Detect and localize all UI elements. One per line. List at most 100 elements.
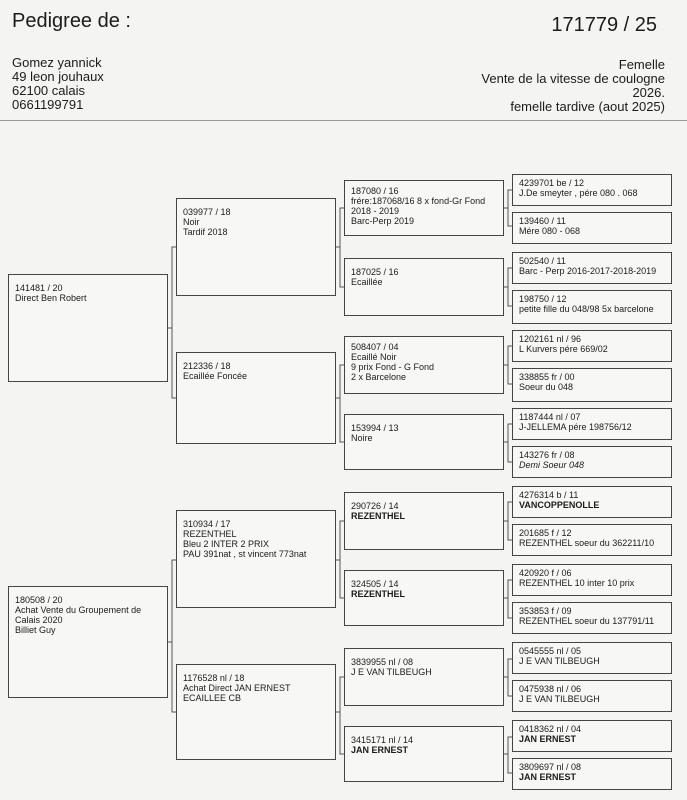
- mmf-box: 3839955 nl / 08 J E VAN TILBEUGH: [344, 648, 504, 706]
- g4-box-11: 420920 f / 06 REZENTHEL 10 inter 10 prix: [512, 564, 672, 596]
- fff-line: frére:187068/16 8 x fond-Gr Fond: [351, 196, 486, 206]
- fmf-ring: 508407 / 04: [351, 342, 399, 352]
- ff-line: Tardif 2018: [183, 227, 228, 237]
- fmm-box: 153994 / 13 Noire: [344, 414, 504, 470]
- fm-box: 212336 / 18 Ecaillée Foncée: [176, 352, 336, 444]
- g4-line: Demi Soeur 048: [519, 460, 585, 470]
- mfm-ring: 324505 / 14: [351, 579, 399, 589]
- ring-number: 171779 / 25: [551, 14, 657, 36]
- g4-line: REZENTHEL soeur du 137791/11: [519, 616, 655, 626]
- fmm-ring: 153994 / 13: [351, 423, 399, 433]
- owner-city: 62100 calais: [12, 83, 85, 98]
- g4-line: JAN ERNEST: [519, 734, 577, 744]
- g4-ring: 353853 f / 09: [519, 606, 572, 616]
- ffm-ring: 187025 / 16: [351, 267, 399, 277]
- mmf-ring: 3839955 nl / 08: [351, 657, 414, 667]
- g4-line: J E VAN TILBEUGH: [519, 656, 600, 666]
- mmm-ring: 3415171 nl / 14: [351, 735, 414, 745]
- mother-box: 180508 / 20 Achat Vente du Groupement de…: [8, 586, 168, 698]
- g4-ring: 143276 fr / 08: [519, 450, 575, 460]
- g4-box-8: 143276 fr / 08 Demi Soeur 048: [512, 446, 672, 478]
- g4-line: L Kurvers pére 669/02: [519, 344, 608, 354]
- owner-phone: 0661199791: [12, 97, 84, 112]
- mmm-line: JAN ERNEST: [351, 745, 409, 755]
- owner-block: Gomez yannick 49 leon jouhaux 62100 cala…: [12, 56, 104, 112]
- mm-box: 1176528 nl / 18 Achat Direct JAN ERNEST …: [176, 664, 336, 760]
- father-ring: 141481 / 20: [15, 283, 63, 293]
- g4-ring: 0545555 nl / 05: [519, 646, 582, 656]
- fmf-box: 508407 / 04 Ecaillé Noir 9 prix Fond - G…: [344, 336, 504, 394]
- mfm-line: REZENTHEL: [351, 589, 405, 599]
- fmm-line: Noire: [351, 433, 373, 443]
- ff-ring: 039977 / 18: [183, 207, 231, 217]
- ff-line: Noir: [183, 217, 200, 227]
- mmf-line: J E VAN TILBEUGH: [351, 667, 432, 677]
- mf-ring: 310934 / 17: [183, 519, 231, 529]
- page-title: Pedigree de :: [12, 10, 131, 32]
- g4-box-5: 1202161 nl / 96 L Kurvers pére 669/02: [512, 330, 672, 362]
- g4-ring: 0475938 nl / 06: [519, 684, 582, 694]
- fff-ring: 187080 / 16: [351, 186, 399, 196]
- mff-line: REZENTHEL: [351, 511, 405, 521]
- mf-line: REZENTHEL: [183, 529, 237, 539]
- g4-ring: 198750 / 12: [519, 294, 567, 304]
- father-box: 141481 / 20 Direct Ben Robert: [8, 274, 168, 382]
- g4-ring: 1187444 nl / 07: [519, 412, 581, 422]
- father-line: Direct Ben Robert: [15, 293, 87, 303]
- g4-box-2: 139460 / 11 Mére 080 - 068: [512, 212, 672, 244]
- g4-box-13: 0545555 nl / 05 J E VAN TILBEUGH: [512, 642, 672, 674]
- g4-box-10: 201685 f / 12 REZENTHEL soeur du 362211/…: [512, 524, 672, 556]
- fff-line: 2018 - 2019: [351, 206, 400, 216]
- g4-ring: 4239701 be / 12: [519, 178, 585, 188]
- bird-sex: Femelle: [618, 57, 665, 72]
- g4-line: JAN ERNEST: [519, 772, 577, 782]
- owner-street: 49 leon jouhaux: [12, 69, 104, 84]
- mm-line: Achat Direct JAN ERNEST: [183, 683, 291, 693]
- g4-ring: 1202161 nl / 96: [519, 334, 582, 344]
- fmf-line: 2 x Barcelone: [351, 372, 407, 382]
- bird-note: femelle tardive (aout 2025): [510, 99, 665, 114]
- g4-box-3: 502540 / 11 Barc - Perp 2016-2017-2018-2…: [512, 252, 672, 284]
- fm-line: Ecaillée Foncée: [183, 371, 248, 381]
- g4-box-15: 0418362 nl / 04 JAN ERNEST: [512, 720, 672, 752]
- ffm-box: 187025 / 16 Ecaillée: [344, 258, 504, 316]
- g4-line: J E VAN TILBEUGH: [519, 694, 600, 704]
- g4-box-4: 198750 / 12 petite fille du 048/98 5x ba…: [512, 290, 672, 324]
- fff-box: 187080 / 16 frére:187068/16 8 x fond-Gr …: [344, 180, 504, 236]
- fmf-line: 9 prix Fond - G Fond: [351, 362, 435, 372]
- bird-year: 2026.: [632, 85, 665, 100]
- g4-ring: 201685 f / 12: [519, 528, 572, 538]
- bird-sale: Vente de la vitesse de coulogne: [481, 71, 665, 86]
- mfm-box: 324505 / 14 REZENTHEL: [344, 570, 504, 626]
- header-divider: [0, 120, 687, 121]
- mmm-box: 3415171 nl / 14 JAN ERNEST: [344, 726, 504, 782]
- mother-line: Achat Vente du Groupement de: [15, 605, 142, 615]
- ff-box: 039977 / 18 Noir Tardif 2018: [176, 198, 336, 296]
- mf-line: Bleu 2 INTER 2 PRIX: [183, 539, 270, 549]
- mother-line: Billiet Guy: [15, 625, 56, 635]
- g4-box-7: 1187444 nl / 07 J-JELLEMA pére 198756/12: [512, 408, 672, 440]
- fm-ring: 212336 / 18: [183, 361, 231, 371]
- mf-line: PAU 391nat , st vincent 773nat: [183, 549, 307, 559]
- mm-line: ECAILLEE CB: [183, 693, 242, 703]
- mff-ring: 290726 / 14: [351, 501, 399, 511]
- g4-box-16: 3809697 nl / 08 JAN ERNEST: [512, 758, 672, 790]
- g4-line: REZENTHEL 10 inter 10 prix: [519, 578, 635, 588]
- mm-ring: 1176528 nl / 18: [183, 673, 245, 683]
- g4-line: REZENTHEL soeur du 362211/10: [519, 538, 655, 548]
- g4-ring: 139460 / 11: [519, 216, 566, 226]
- g4-line: petite fille du 048/98 5x barcelone: [519, 304, 654, 314]
- bird-info: Femelle Vente de la vitesse de coulogne …: [481, 58, 665, 114]
- g4-line: Barc - Perp 2016-2017-2018-2019: [519, 266, 657, 276]
- mother-ring: 180508 / 20: [15, 595, 63, 605]
- ffm-line: Ecaillée: [351, 277, 383, 287]
- g4-ring: 0418362 nl / 04: [519, 724, 582, 734]
- mff-box: 290726 / 14 REZENTHEL: [344, 492, 504, 550]
- g4-box-6: 338855 fr / 00 Soeur du 048: [512, 368, 672, 402]
- g4-box-12: 353853 f / 09 REZENTHEL soeur du 137791/…: [512, 602, 672, 634]
- g4-line: J-JELLEMA pére 198756/12: [519, 422, 632, 432]
- g4-line: Mére 080 - 068: [519, 226, 581, 236]
- owner-name: Gomez yannick: [12, 55, 102, 70]
- g4-box-1: 4239701 be / 12 J.De smeyter , pére 080 …: [512, 174, 672, 206]
